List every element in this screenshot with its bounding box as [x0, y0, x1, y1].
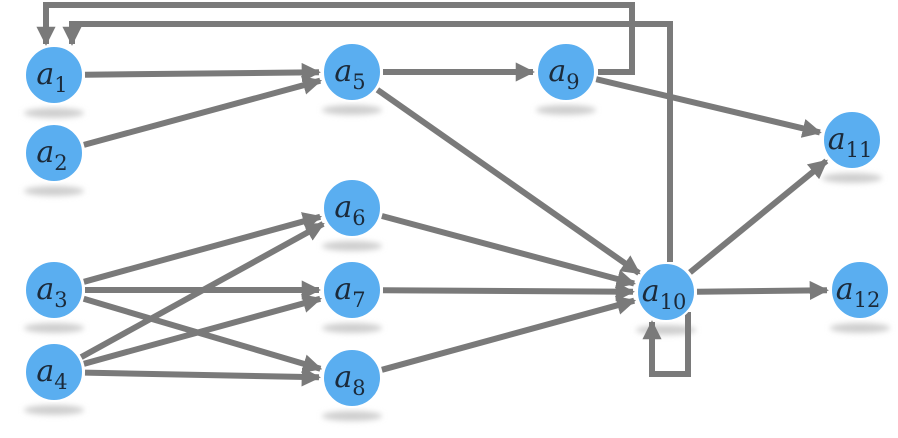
edge-a7-to-a10 [382, 282, 635, 302]
node-circle-a8 [322, 348, 382, 408]
node-label-a12: a12 [836, 272, 881, 312]
node-circle-a3 [24, 260, 84, 320]
node-a1: a1 [24, 45, 84, 105]
edge-a2-to-a5 [83, 75, 323, 148]
node-label-a5: a5 [334, 54, 365, 94]
node-a12: a12 [830, 260, 890, 320]
node-circle-a4 [24, 342, 84, 402]
edge-a3-to-a6 [83, 212, 323, 285]
node-shadow-a11 [822, 173, 882, 183]
node-shadow-a1 [24, 108, 84, 118]
node-shadow-a6 [322, 241, 382, 251]
edge-a9-to-a1 [36, 2, 635, 75]
node-circle-a11 [822, 110, 882, 170]
edge-a9-to-a11 [595, 76, 822, 138]
edge-a6-to-a10 [381, 213, 636, 289]
node-label-a9: a9 [548, 54, 579, 94]
nodes: a1 a2 a3 a4 a5 a6 a7 a8 a9 a10 a11 a12 [24, 42, 890, 408]
node-a6: a6 [322, 178, 382, 238]
node-a5: a5 [322, 42, 382, 102]
edge-a4-to-a6 [79, 221, 325, 360]
edge-a10-to-a1 [62, 21, 673, 262]
node-circle-a5 [322, 42, 382, 102]
edge-a10-to-a12 [696, 280, 829, 301]
node-circle-a1 [24, 45, 84, 105]
node-label-a2: a2 [36, 135, 67, 175]
edge-a10-to-a10 [642, 312, 691, 377]
node-label-a8: a8 [334, 360, 365, 400]
node-shadow-a9 [536, 105, 596, 115]
edge-a1-to-a5 [84, 62, 321, 83]
node-a9: a9 [536, 42, 596, 102]
node-shadow-a4 [24, 405, 84, 415]
edge-a10-to-a11 [688, 158, 829, 275]
node-a10: a10 [636, 262, 696, 322]
node-shadow-a2 [24, 186, 84, 196]
node-label-a4: a4 [36, 354, 67, 394]
node-circle-a10 [636, 262, 696, 322]
edge-a8-to-a10 [381, 296, 637, 373]
node-shadow-a8 [322, 411, 382, 421]
node-shadows [24, 105, 890, 421]
node-label-a1: a1 [36, 57, 67, 97]
node-a2: a2 [24, 123, 84, 183]
node-a8: a8 [322, 348, 382, 408]
node-circle-a7 [322, 260, 382, 320]
node-a7: a7 [322, 260, 382, 320]
node-label-a10: a10 [642, 274, 687, 314]
node-label-a6: a6 [334, 190, 365, 230]
node-shadow-a5 [322, 105, 382, 115]
node-circle-a9 [536, 42, 596, 102]
node-circle-a12 [830, 260, 890, 320]
node-shadow-a7 [322, 323, 382, 333]
edges [36, 2, 829, 387]
node-shadow-a12 [830, 323, 890, 333]
node-label-a7: a7 [334, 272, 365, 312]
node-label-a11: a11 [828, 122, 873, 162]
edge-a5-to-a10 [375, 87, 641, 276]
node-shadow-a3 [24, 323, 84, 333]
node-circle-a6 [322, 178, 382, 238]
node-a3: a3 [24, 260, 84, 320]
edge-a4-to-a7 [83, 294, 323, 367]
node-a4: a4 [24, 342, 84, 402]
node-a11: a11 [822, 110, 882, 170]
node-label-a3: a3 [36, 272, 67, 312]
edge-a4-to-a8 [84, 367, 321, 387]
node-circle-a2 [24, 123, 84, 183]
